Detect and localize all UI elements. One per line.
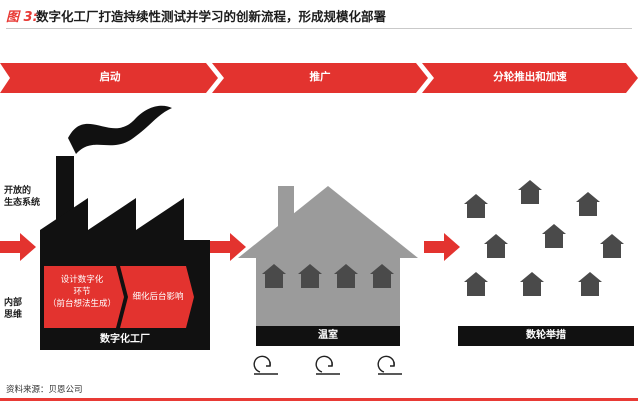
factory-roof [40,198,184,246]
greenhouse-roof [238,186,418,258]
iteration-cycles [253,355,402,375]
flow-arrow-1 [210,233,246,261]
house-icon [370,264,394,288]
house-icon [334,264,358,288]
house-icon [578,272,602,296]
process-step-2-text: 细化后台影响 [132,292,184,302]
house-icon [542,224,566,248]
house-icon [262,264,286,288]
source-note: 资料来源：贝恩公司 [6,385,83,395]
header-divider [6,28,632,29]
greenhouse-chimney [278,186,294,226]
scaled-houses [464,180,624,296]
phase-arrow-1 [0,63,218,93]
phase-label-start: 启动 [99,71,121,83]
cycle-icon [377,355,402,375]
house-icon [484,234,508,258]
greenhouse-body [256,256,400,326]
phase-label-promote: 推广 [309,71,331,83]
greenhouse-houses [262,264,394,288]
phase-label-scale: 分轮推出和加速 [493,71,567,83]
scale-caption: 数轮举措 [526,330,566,341]
house-icon [464,194,488,218]
figure-label: 图 3: [6,10,38,25]
house-icon [520,272,544,296]
greenhouse-illustration [238,186,418,346]
figure-title: 数字化工厂打造持续性测试并学习的创新流程，形成规模化部署 [36,9,387,24]
input-arrow [0,233,36,261]
ecosystem-label: 开放的 生态系统 [4,186,41,208]
scale-caption-bar [458,326,634,346]
cycle-icon [315,355,340,375]
cycle-icon [253,355,278,375]
flow-arrow-2 [424,233,460,261]
mindset-label: 内部 思维 [4,298,23,320]
house-icon [576,192,600,216]
phase-arrows [0,63,638,93]
process-step-1-text: 设计数字化 环节 （前台想法生成） [47,275,116,309]
phase-arrow-2 [212,63,428,93]
phase-arrow-3 [422,63,638,93]
greenhouse-caption: 温室 [318,330,338,341]
process-step-1-box [44,266,124,328]
house-icon [518,180,542,204]
greenhouse-base [256,326,400,346]
house-icon [464,272,488,296]
process-step-2-box [120,266,194,328]
factory-caption: 数字化工厂 [100,334,150,345]
smoke-icon [68,105,172,154]
bottom-accent-line [0,398,638,401]
house-icon [600,234,624,258]
factory-process [44,266,194,328]
house-icon [298,264,322,288]
